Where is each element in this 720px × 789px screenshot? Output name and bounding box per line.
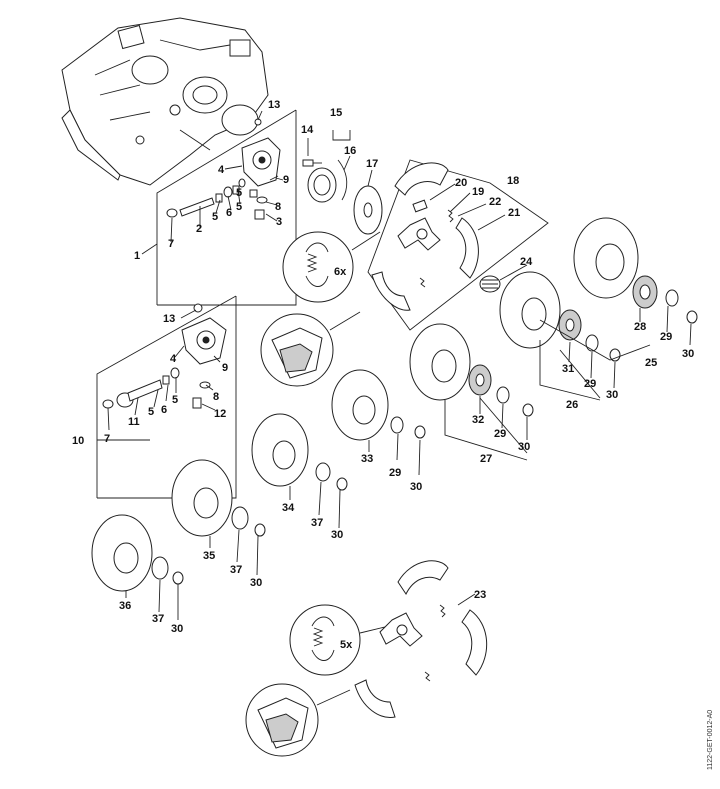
label-30c: 30: [518, 441, 530, 453]
callout-5x: 5x: [340, 639, 353, 651]
label-5b: 5: [212, 211, 218, 223]
label-29d: 29: [389, 467, 401, 479]
label-17: 17: [366, 158, 378, 170]
label-22: 22: [489, 196, 501, 208]
label-24: 24: [520, 256, 533, 268]
shoe-detail-2: [245, 683, 351, 757]
label-18: 18: [507, 175, 519, 187]
label-37a: 37: [311, 517, 323, 529]
sprocket-drum-27: [409, 323, 534, 417]
label-28: 28: [634, 321, 646, 333]
label-4b: 4: [170, 353, 177, 365]
label-6a: 6: [226, 207, 232, 219]
label-30b: 30: [606, 389, 618, 401]
label-4a: 4: [218, 164, 225, 176]
sprocket-drum-34: [251, 413, 348, 491]
label-29b: 29: [584, 378, 596, 390]
label-36: 36: [119, 600, 131, 612]
crankcase-housing: [61, 17, 269, 186]
label-32: 32: [472, 414, 484, 426]
label-7a: 7: [168, 238, 174, 250]
callout-6x: 6x: [334, 266, 347, 278]
oil-pump-assembly-10: [96, 295, 237, 499]
label-1: 1: [134, 250, 140, 262]
label-5a: 5: [236, 187, 242, 199]
label-37b: 37: [230, 564, 242, 576]
label-5d: 5: [172, 394, 178, 406]
label-19: 19: [472, 186, 484, 198]
clutch-assembly-18: [367, 159, 549, 331]
label-12: 12: [214, 408, 226, 420]
needle-cage: [479, 275, 501, 293]
label-25: 25: [645, 357, 657, 369]
label-14: 14: [301, 124, 314, 136]
label-15: 15: [330, 107, 342, 119]
label-27: 27: [480, 453, 492, 465]
shoe-detail-1: [260, 311, 361, 387]
label-11: 11: [128, 416, 140, 428]
label-7b: 7: [104, 433, 110, 445]
leader-lines: [97, 110, 692, 620]
label-33: 33: [361, 453, 373, 465]
label-30d: 30: [410, 481, 422, 493]
clutch-hub-parts: [302, 130, 383, 235]
label-30g: 30: [171, 623, 183, 635]
label-8a: 8: [275, 201, 281, 213]
label-29c: 29: [494, 428, 506, 440]
drawing-code: 1122-GET-0012-A0: [707, 710, 714, 770]
label-13a: 13: [268, 99, 280, 111]
sprocket-drum-25: [573, 217, 698, 324]
part-labels: 13 15 14 16 17 18 20 19 22 21 24 4 9 5 8…: [72, 99, 694, 635]
sprocket-drum-35: [171, 459, 266, 537]
label-9b: 9: [222, 362, 228, 374]
spring-detail-5x: 5x: [289, 604, 386, 676]
label-10: 10: [72, 435, 84, 447]
label-37c: 37: [152, 613, 164, 625]
label-23: 23: [474, 589, 486, 601]
oil-pump-assembly-1: [156, 109, 297, 306]
label-2: 2: [196, 223, 202, 235]
label-3: 3: [276, 216, 282, 228]
label-31: 31: [562, 363, 574, 375]
label-35: 35: [203, 550, 215, 562]
sprocket-drum-36: [91, 514, 184, 592]
label-29a: 29: [660, 331, 672, 343]
label-21: 21: [508, 207, 520, 219]
clutch-assembly-23: [354, 560, 488, 718]
label-8b: 8: [213, 391, 219, 403]
label-34: 34: [282, 502, 295, 514]
label-30e: 30: [331, 529, 343, 541]
label-6b: 6: [161, 404, 167, 416]
label-9a: 9: [283, 174, 289, 186]
label-30f: 30: [250, 577, 262, 589]
label-30a: 30: [682, 348, 694, 360]
label-5e: 5: [148, 406, 154, 418]
label-13b: 13: [163, 313, 175, 325]
sprocket-drum-26: [499, 271, 621, 362]
label-20: 20: [455, 177, 467, 189]
label-5c: 5: [236, 201, 242, 213]
label-16: 16: [344, 145, 356, 157]
spring-detail-6x: 6x: [282, 231, 381, 303]
label-26: 26: [566, 399, 578, 411]
sprocket-drum-33: [331, 369, 426, 441]
